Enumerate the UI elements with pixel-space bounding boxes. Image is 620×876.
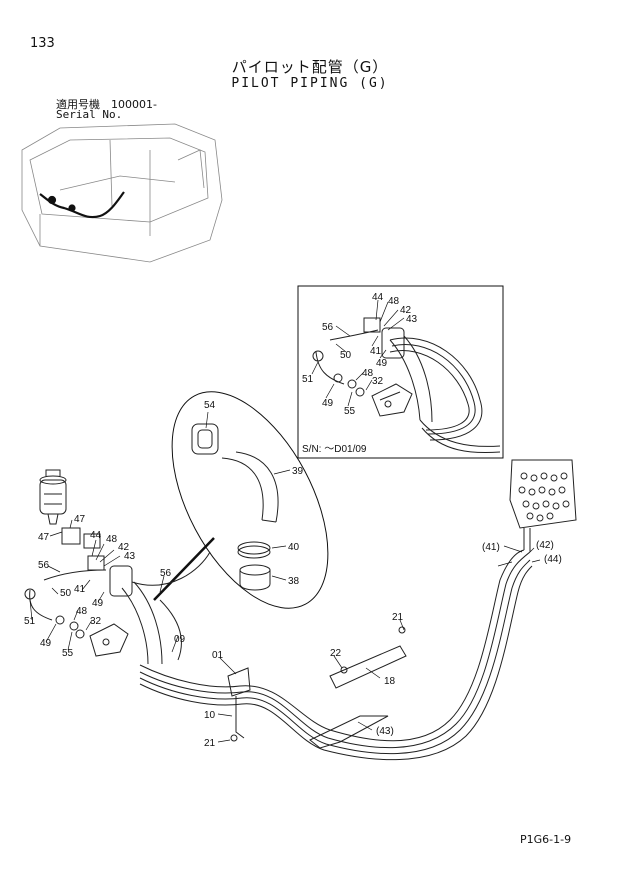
callout: 48 bbox=[76, 606, 88, 617]
callout: 42 bbox=[400, 305, 412, 316]
callout: (43) bbox=[376, 726, 394, 737]
inset-serial-note: S/N: ～D01/09 bbox=[302, 444, 367, 455]
callout: 56 bbox=[38, 560, 50, 571]
inset-callouts: 44 48 42 43 56 50 41 49 51 48 32 49 55 bbox=[302, 292, 418, 417]
callout: 48 bbox=[388, 296, 400, 307]
callout: 55 bbox=[62, 648, 74, 659]
callout: 41 bbox=[370, 346, 382, 357]
callout: 51 bbox=[302, 374, 314, 385]
callout: 48 bbox=[106, 534, 118, 545]
callout: 38 bbox=[288, 576, 300, 587]
machine-locator-sketch bbox=[21, 123, 223, 263]
callout: 09 bbox=[174, 634, 186, 645]
callout: 48 bbox=[362, 368, 374, 379]
main-callouts: 47 47 44 48 42 43 56 50 41 49 51 48 32 4… bbox=[24, 514, 562, 749]
control-valve-block bbox=[509, 459, 577, 552]
callout: 47 bbox=[38, 532, 50, 543]
main-hose-bundle bbox=[109, 549, 533, 761]
callout: 22 bbox=[330, 648, 342, 659]
left-fittings-cluster bbox=[24, 555, 129, 657]
brackets bbox=[227, 626, 407, 749]
pilot-valve bbox=[39, 469, 101, 549]
callout: 32 bbox=[372, 376, 384, 387]
detail-callouts: 54 39 40 38 bbox=[204, 400, 304, 587]
callout: 43 bbox=[124, 551, 136, 562]
callout: 42 bbox=[118, 542, 130, 553]
page-code: P1G6-1-9 bbox=[520, 833, 572, 846]
callout: 39 bbox=[292, 466, 304, 477]
detail-oval: 54 39 40 38 bbox=[153, 391, 329, 609]
callout: 21 bbox=[392, 612, 404, 623]
callout: 50 bbox=[60, 588, 72, 599]
page-number: 133 bbox=[30, 36, 55, 51]
callout: (44) bbox=[544, 554, 562, 565]
serial-range-label: 適用号機 100001- bbox=[56, 98, 157, 111]
callout: 44 bbox=[372, 292, 384, 303]
callout: 49 bbox=[92, 598, 104, 609]
callout: 50 bbox=[340, 350, 352, 361]
main-leader-lines bbox=[29, 519, 541, 743]
callout: 40 bbox=[288, 542, 300, 553]
callout: 56 bbox=[322, 322, 334, 333]
inset-box: 44 48 42 43 56 50 41 49 51 48 32 49 55 S… bbox=[297, 285, 504, 459]
locator-highlight-pipe bbox=[39, 191, 125, 219]
callout: 49 bbox=[322, 398, 334, 409]
detail-pointer-line bbox=[153, 537, 215, 601]
callout: 10 bbox=[204, 710, 216, 721]
callout: 01 bbox=[212, 650, 224, 661]
callout: 55 bbox=[344, 406, 356, 417]
callout: 51 bbox=[24, 616, 36, 627]
callout: 44 bbox=[90, 530, 102, 541]
callout: 41 bbox=[74, 584, 86, 595]
callout: 54 bbox=[204, 400, 216, 411]
callout: (41) bbox=[482, 542, 500, 553]
callout: 21 bbox=[204, 738, 216, 749]
callout: 47 bbox=[74, 514, 86, 525]
callout: (42) bbox=[536, 540, 554, 551]
page-title-english: PILOT PIPING (G) bbox=[231, 76, 389, 91]
callout: 18 bbox=[384, 676, 396, 687]
callout: 32 bbox=[90, 616, 102, 627]
serial-number-label: Serial No. bbox=[56, 108, 123, 121]
callout: 56 bbox=[160, 568, 172, 579]
callout: 49 bbox=[376, 358, 388, 369]
callout: 49 bbox=[40, 638, 52, 649]
page-title-japanese: パイロット配管（G） bbox=[231, 58, 389, 76]
callout: 43 bbox=[406, 314, 418, 325]
